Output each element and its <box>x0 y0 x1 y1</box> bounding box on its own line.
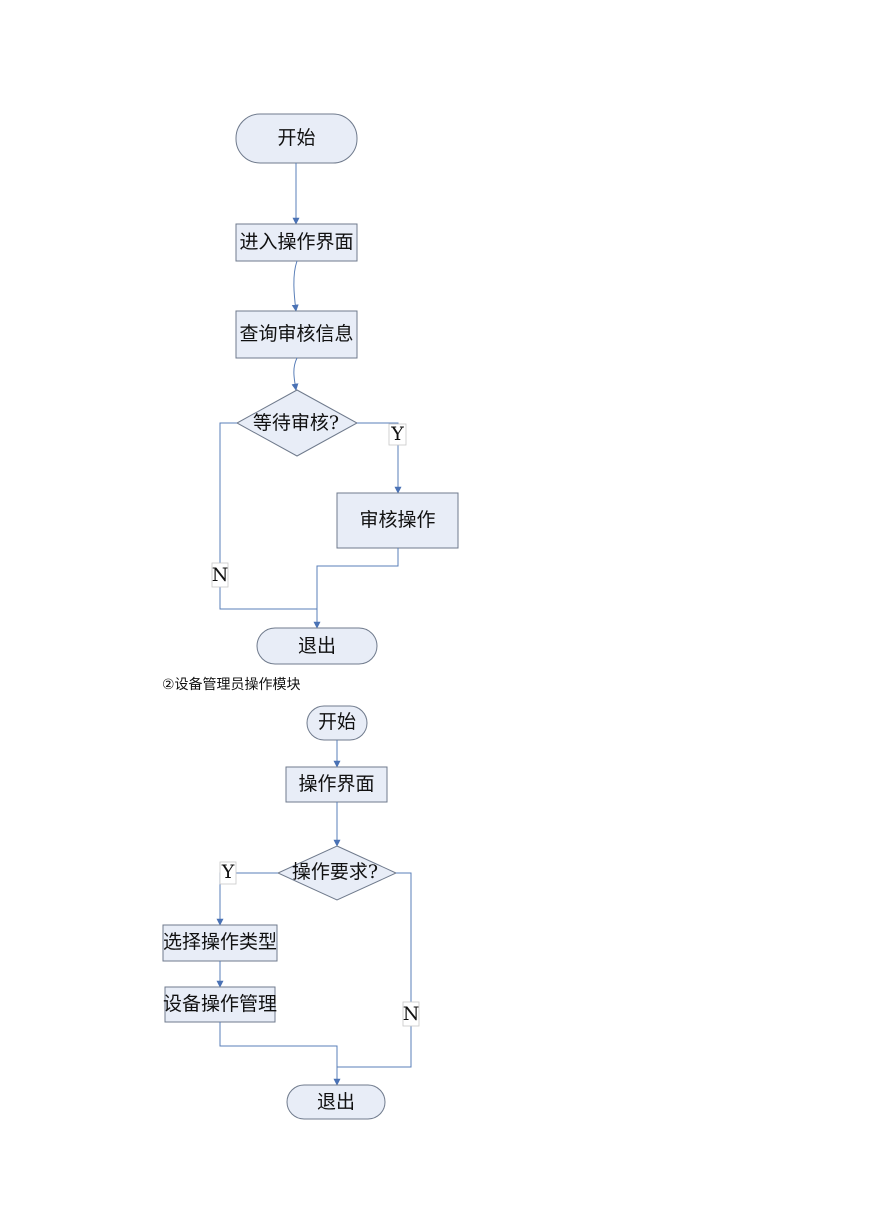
no-label-1: N <box>212 564 229 586</box>
flowchart-1: 开始 进入操作界面 查询审核信息 等待审核? Y 审核操作 N 退出 <box>211 113 459 665</box>
no-label-bg-2 <box>402 1001 420 1027</box>
enter-ui-node <box>235 223 358 262</box>
flowchart-2: 开始 操作界面 操作要求? Y 选择操作类型 设备操作管理 N 退出 <box>162 705 420 1120</box>
select-type-node <box>162 924 278 962</box>
yes-label-bg-2 <box>219 861 237 885</box>
decision-node-2 <box>276 845 398 901</box>
decision-node-1 <box>235 389 359 457</box>
edge-decision-no <box>219 422 317 610</box>
start-label-2: 开始 <box>318 711 356 733</box>
start-label-1: 开始 <box>277 127 315 149</box>
no-label-bg-1 <box>211 562 229 588</box>
device-mgmt-label: 设备操作管理 <box>163 993 277 1015</box>
edge-query-decision <box>291 357 299 391</box>
yes-label-2: Y <box>221 861 235 883</box>
yes-label-1: Y <box>390 423 404 445</box>
exit-node-1 <box>256 627 378 665</box>
ui-label: 操作界面 <box>298 773 374 795</box>
edge-decision-yes <box>357 422 402 494</box>
review-label: 审核操作 <box>359 509 435 531</box>
edge-decision2-no <box>337 872 412 1068</box>
edge-device-exit <box>219 1022 341 1086</box>
edge-review-exit <box>313 548 399 629</box>
enter-ui-label: 进入操作界面 <box>239 231 353 253</box>
exit-label-2: 退出 <box>317 1091 355 1113</box>
decision-label-1: 等待审核? <box>253 412 339 434</box>
query-label: 查询审核信息 <box>239 323 353 345</box>
exit-label-1: 退出 <box>298 635 336 657</box>
exit-node-2 <box>286 1084 386 1120</box>
decision-label-2: 操作要求? <box>292 861 378 883</box>
section-caption: ②设备管理员操作模块 <box>162 677 301 693</box>
select-type-label: 选择操作类型 <box>163 931 277 953</box>
review-node <box>336 492 459 549</box>
no-label-2: N <box>403 1003 420 1025</box>
edge-enter-query <box>291 260 299 312</box>
yes-label-bg-1 <box>388 423 407 446</box>
